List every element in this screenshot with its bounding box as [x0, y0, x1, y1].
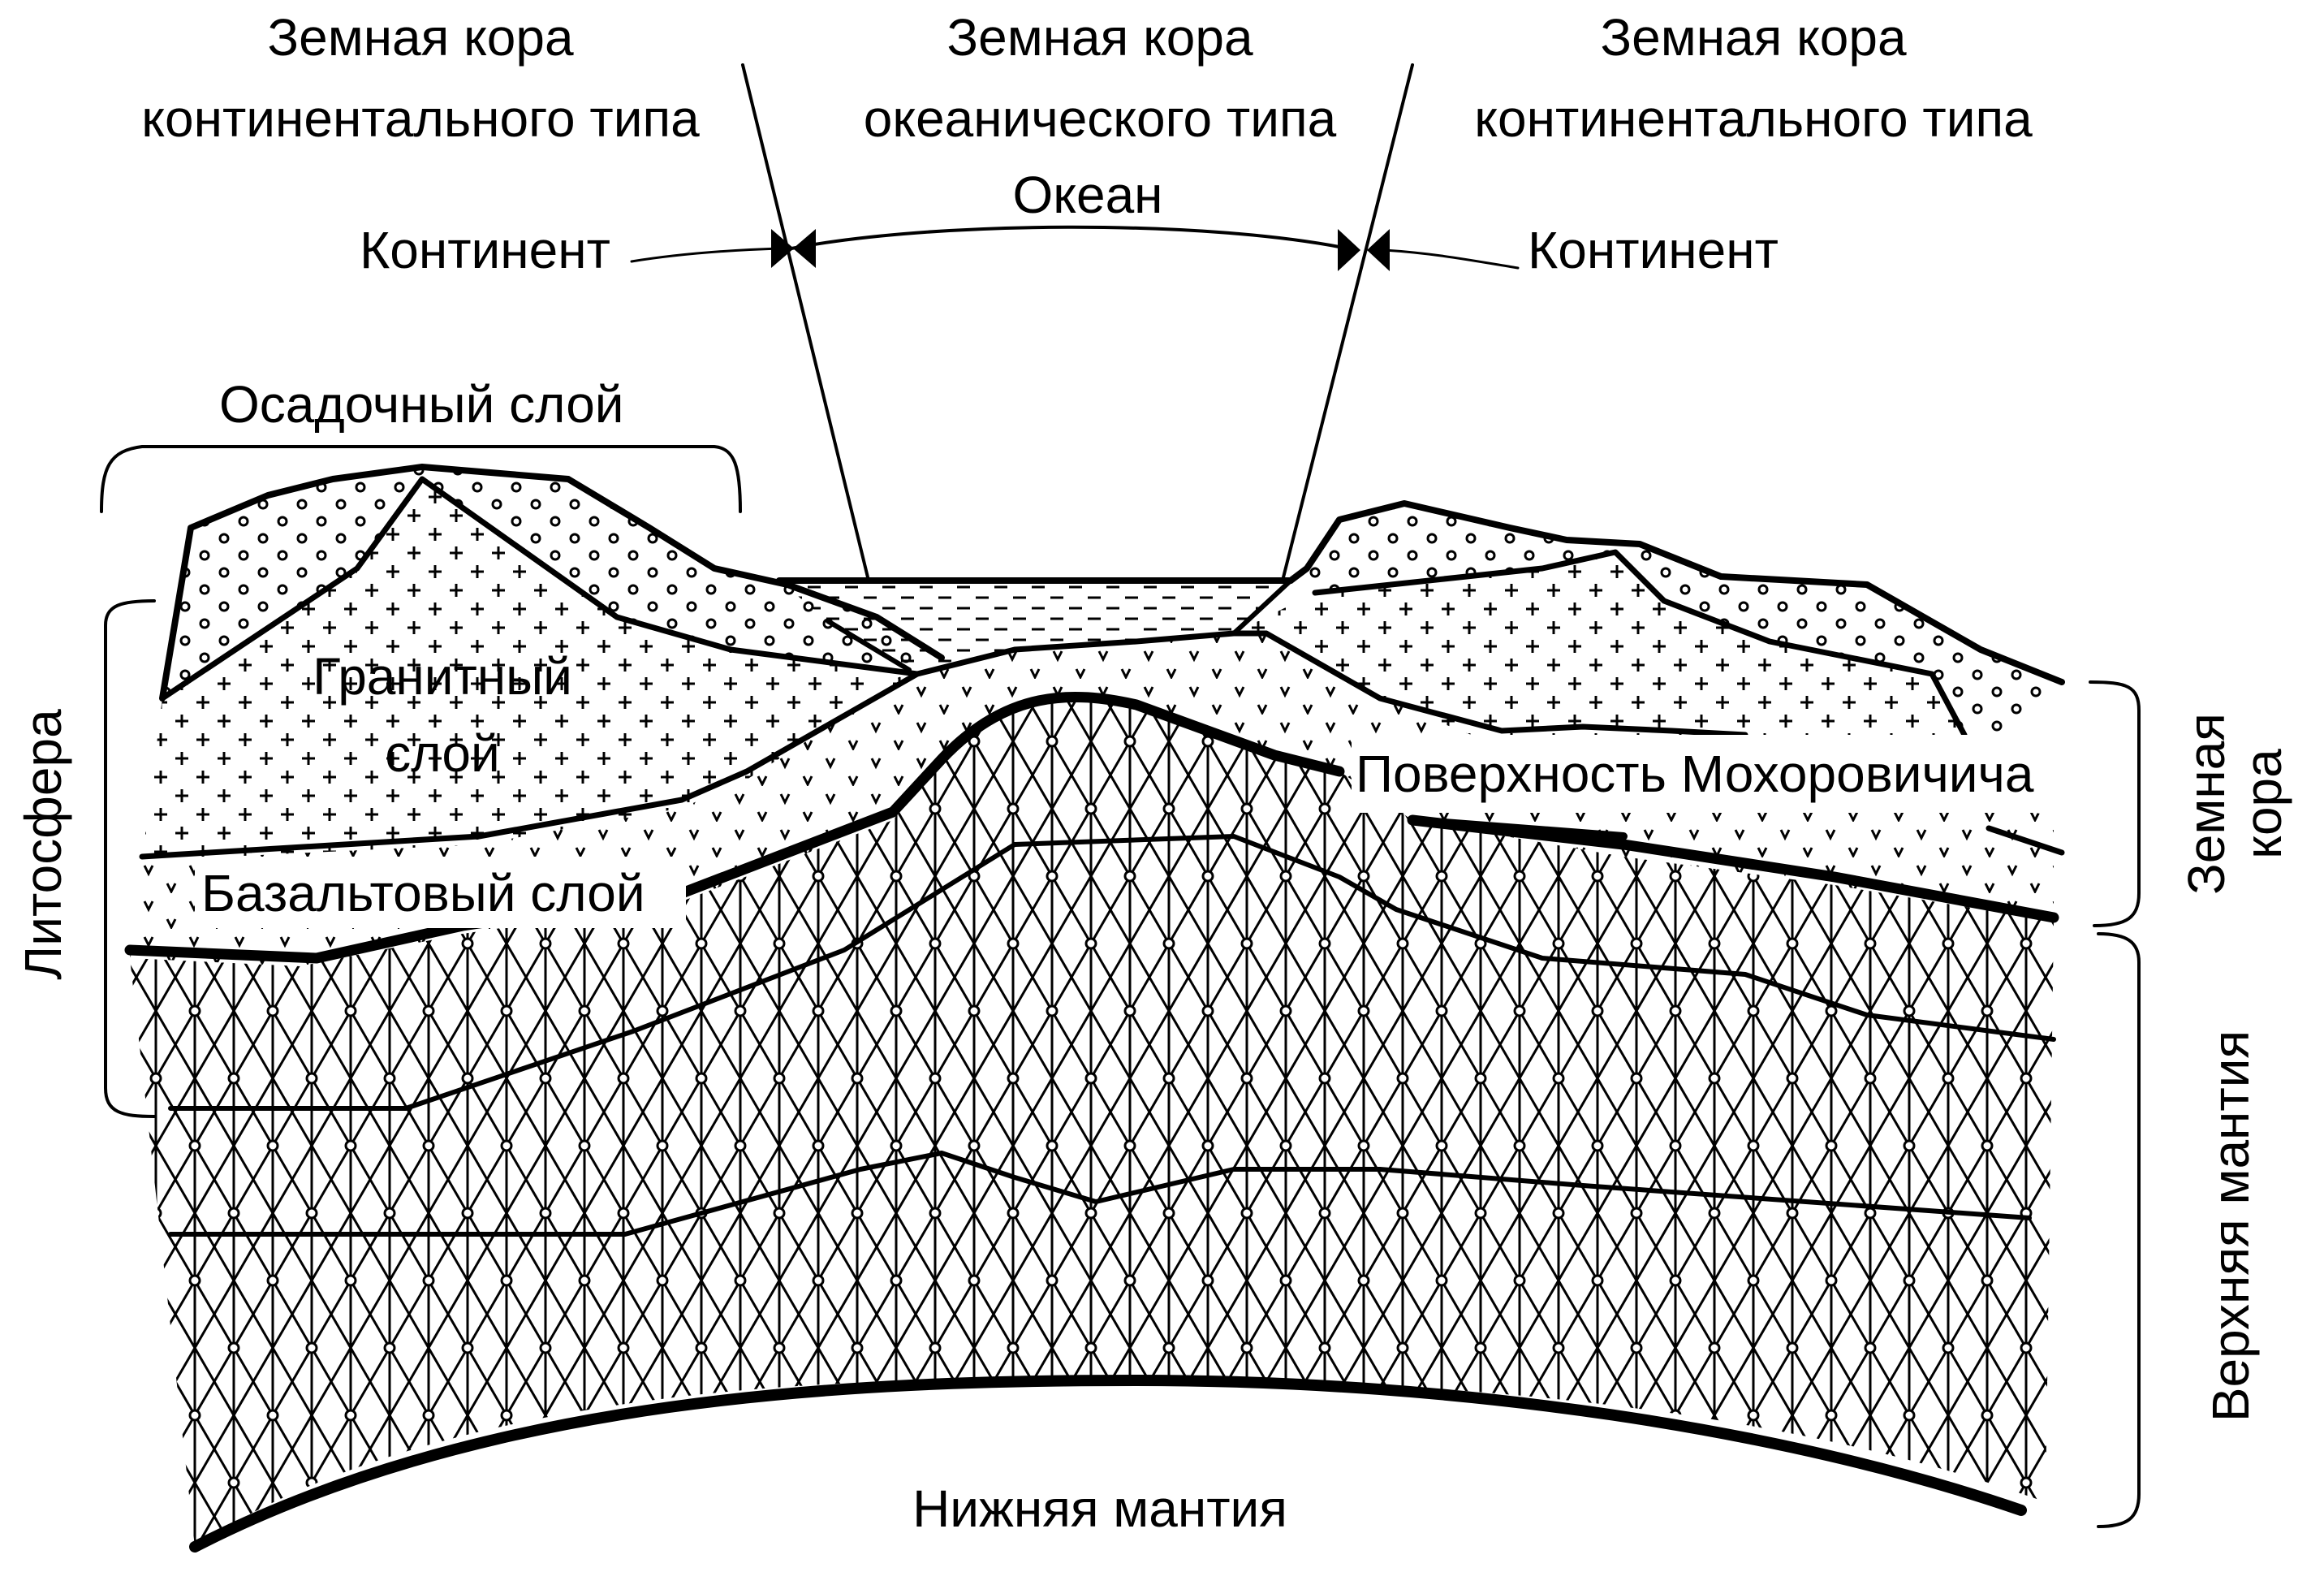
- lithosphere-label: Литосфера: [14, 709, 72, 980]
- granite-layer-label-line1: Гранитный: [313, 647, 572, 706]
- upper-mantle-bracket: [2097, 932, 2141, 1528]
- sedimentary-layer-label: Осадочный слой: [219, 375, 624, 434]
- ocean-water: [779, 581, 1291, 670]
- crust-label-line1: Земная: [2177, 713, 2236, 895]
- moho-segment: [1408, 816, 1628, 840]
- granite-layer-label-line2: слой: [385, 724, 499, 783]
- boundary-line-left: [741, 63, 870, 582]
- granite-layer-left: [142, 479, 917, 861]
- lithosphere-base-line: [168, 834, 2056, 1111]
- granite-bottom-left: [139, 630, 1237, 860]
- crust-bracket: [2089, 680, 2141, 927]
- top-label-center-line1: Земная кора: [946, 8, 1253, 67]
- basalt-layer-label: Базальтовый слой: [201, 864, 645, 922]
- continent-label-left: Континент: [360, 221, 610, 279]
- top-label-left-line2: континентального типа: [141, 89, 700, 148]
- upper-mantle-region: [130, 697, 2054, 1547]
- lithosphere-bracket: [104, 599, 156, 1118]
- granite-top-right: [1312, 549, 1968, 738]
- asthenosphere-line: [168, 1151, 2032, 1237]
- continent-leader-left: [630, 247, 781, 263]
- sedimentary-layer-left: [162, 467, 942, 698]
- lower-mantle-label: Нижняя мантия: [912, 1479, 1287, 1538]
- top-label-center-line2: океанического типа: [864, 89, 1337, 148]
- crust-label-line2: кора: [2234, 749, 2292, 859]
- granite-top-left: [159, 476, 921, 702]
- ocean-arc: [790, 225, 1349, 250]
- continent-label-right: Континент: [1528, 221, 1779, 279]
- arrow-marker-right: [1338, 229, 1390, 271]
- basalt-slash: [1986, 825, 2065, 856]
- moho-surface-line: [124, 691, 1345, 964]
- boundary-line-right: [1281, 63, 1414, 582]
- moho-surface-label: Поверхность Мохоровичича: [1356, 745, 2034, 803]
- granite-layer-right: [1234, 552, 1964, 780]
- ocean-label: Океан: [1012, 166, 1162, 224]
- top-label-right-line2: континентального типа: [1474, 89, 2033, 148]
- sedimentary-bracket: [100, 445, 742, 513]
- sedimentary-layer-right: [1307, 503, 2062, 735]
- top-label-right-line1: Земная кора: [1600, 8, 1907, 67]
- ocean-floor-line: [826, 578, 1293, 672]
- surface-profile-right: [1287, 500, 2065, 685]
- top-label-left-line1: Земная кора: [267, 8, 574, 67]
- surface-profile-left: [159, 464, 945, 702]
- granite-bottom-right: [1231, 630, 1748, 738]
- upper-mantle-label: Верхняя мантия: [2201, 1030, 2260, 1422]
- arrow-marker-left: [771, 229, 816, 268]
- continent-leader-right: [1382, 248, 1520, 270]
- lower-mantle-boundary: [189, 1375, 2027, 1553]
